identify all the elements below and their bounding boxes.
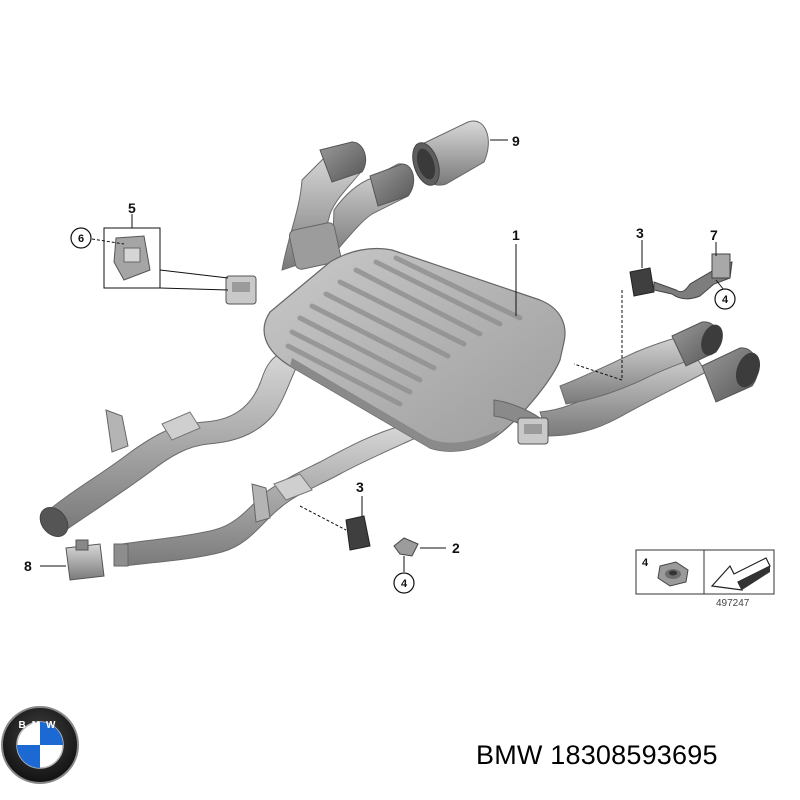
callout-3-bottom: 3 — [356, 479, 364, 495]
rear-right-tailpipes — [539, 321, 761, 437]
bmw-logo: BMW — [1, 706, 79, 784]
rear-left-tailpipes — [281, 141, 415, 271]
clamp-part-8 — [40, 539, 105, 581]
callout-2: 2 — [452, 540, 460, 556]
callout-7: 7 — [710, 227, 718, 243]
callout-6-circle: 6 — [70, 227, 92, 249]
callout-8: 8 — [24, 558, 32, 574]
leader-4-top — [715, 279, 725, 291]
tailpipe-tip-part-9 — [412, 120, 489, 186]
callout-6: 6 — [78, 233, 84, 245]
bracket-part-7 — [653, 242, 733, 300]
key-callout-4: 4 — [642, 557, 649, 569]
parts-key-box: 4 — [635, 549, 775, 595]
leader-6 — [91, 238, 125, 245]
nut-icon — [657, 561, 689, 587]
callout-4-top: 4 — [722, 294, 729, 306]
rubber-mount-part-3-top — [629, 240, 655, 297]
callout-3-top: 3 — [636, 225, 644, 241]
bracket-part-2 — [393, 537, 446, 572]
leader-5b — [159, 287, 229, 291]
part-number-caption: BMW 18308593695 — [476, 740, 718, 770]
arrow-icon — [710, 557, 771, 591]
callout-4-bottom: 4 — [401, 578, 408, 590]
bmw-logo-letters: BMW — [19, 720, 62, 731]
actuator-part-5-detail — [91, 214, 229, 291]
reference-number: 497247 — [716, 598, 750, 609]
callout-1: 1 — [512, 227, 520, 243]
callout-4-bottom-circle: 4 — [393, 572, 415, 594]
callout-4-top-circle: 4 — [714, 288, 736, 310]
callout-5: 5 — [128, 200, 136, 216]
leader-3-dashed-b — [573, 363, 623, 381]
exhaust-flap-actuator-right — [517, 417, 549, 445]
rubber-mount-part-3-bottom — [299, 496, 371, 551]
callout-9: 9 — [512, 133, 520, 149]
leader-3-bottom-dashed — [299, 505, 347, 531]
exhaust-flap-actuator-left — [225, 275, 257, 305]
rear-silencer-part-1 — [263, 247, 566, 452]
leader-5 — [159, 269, 229, 279]
